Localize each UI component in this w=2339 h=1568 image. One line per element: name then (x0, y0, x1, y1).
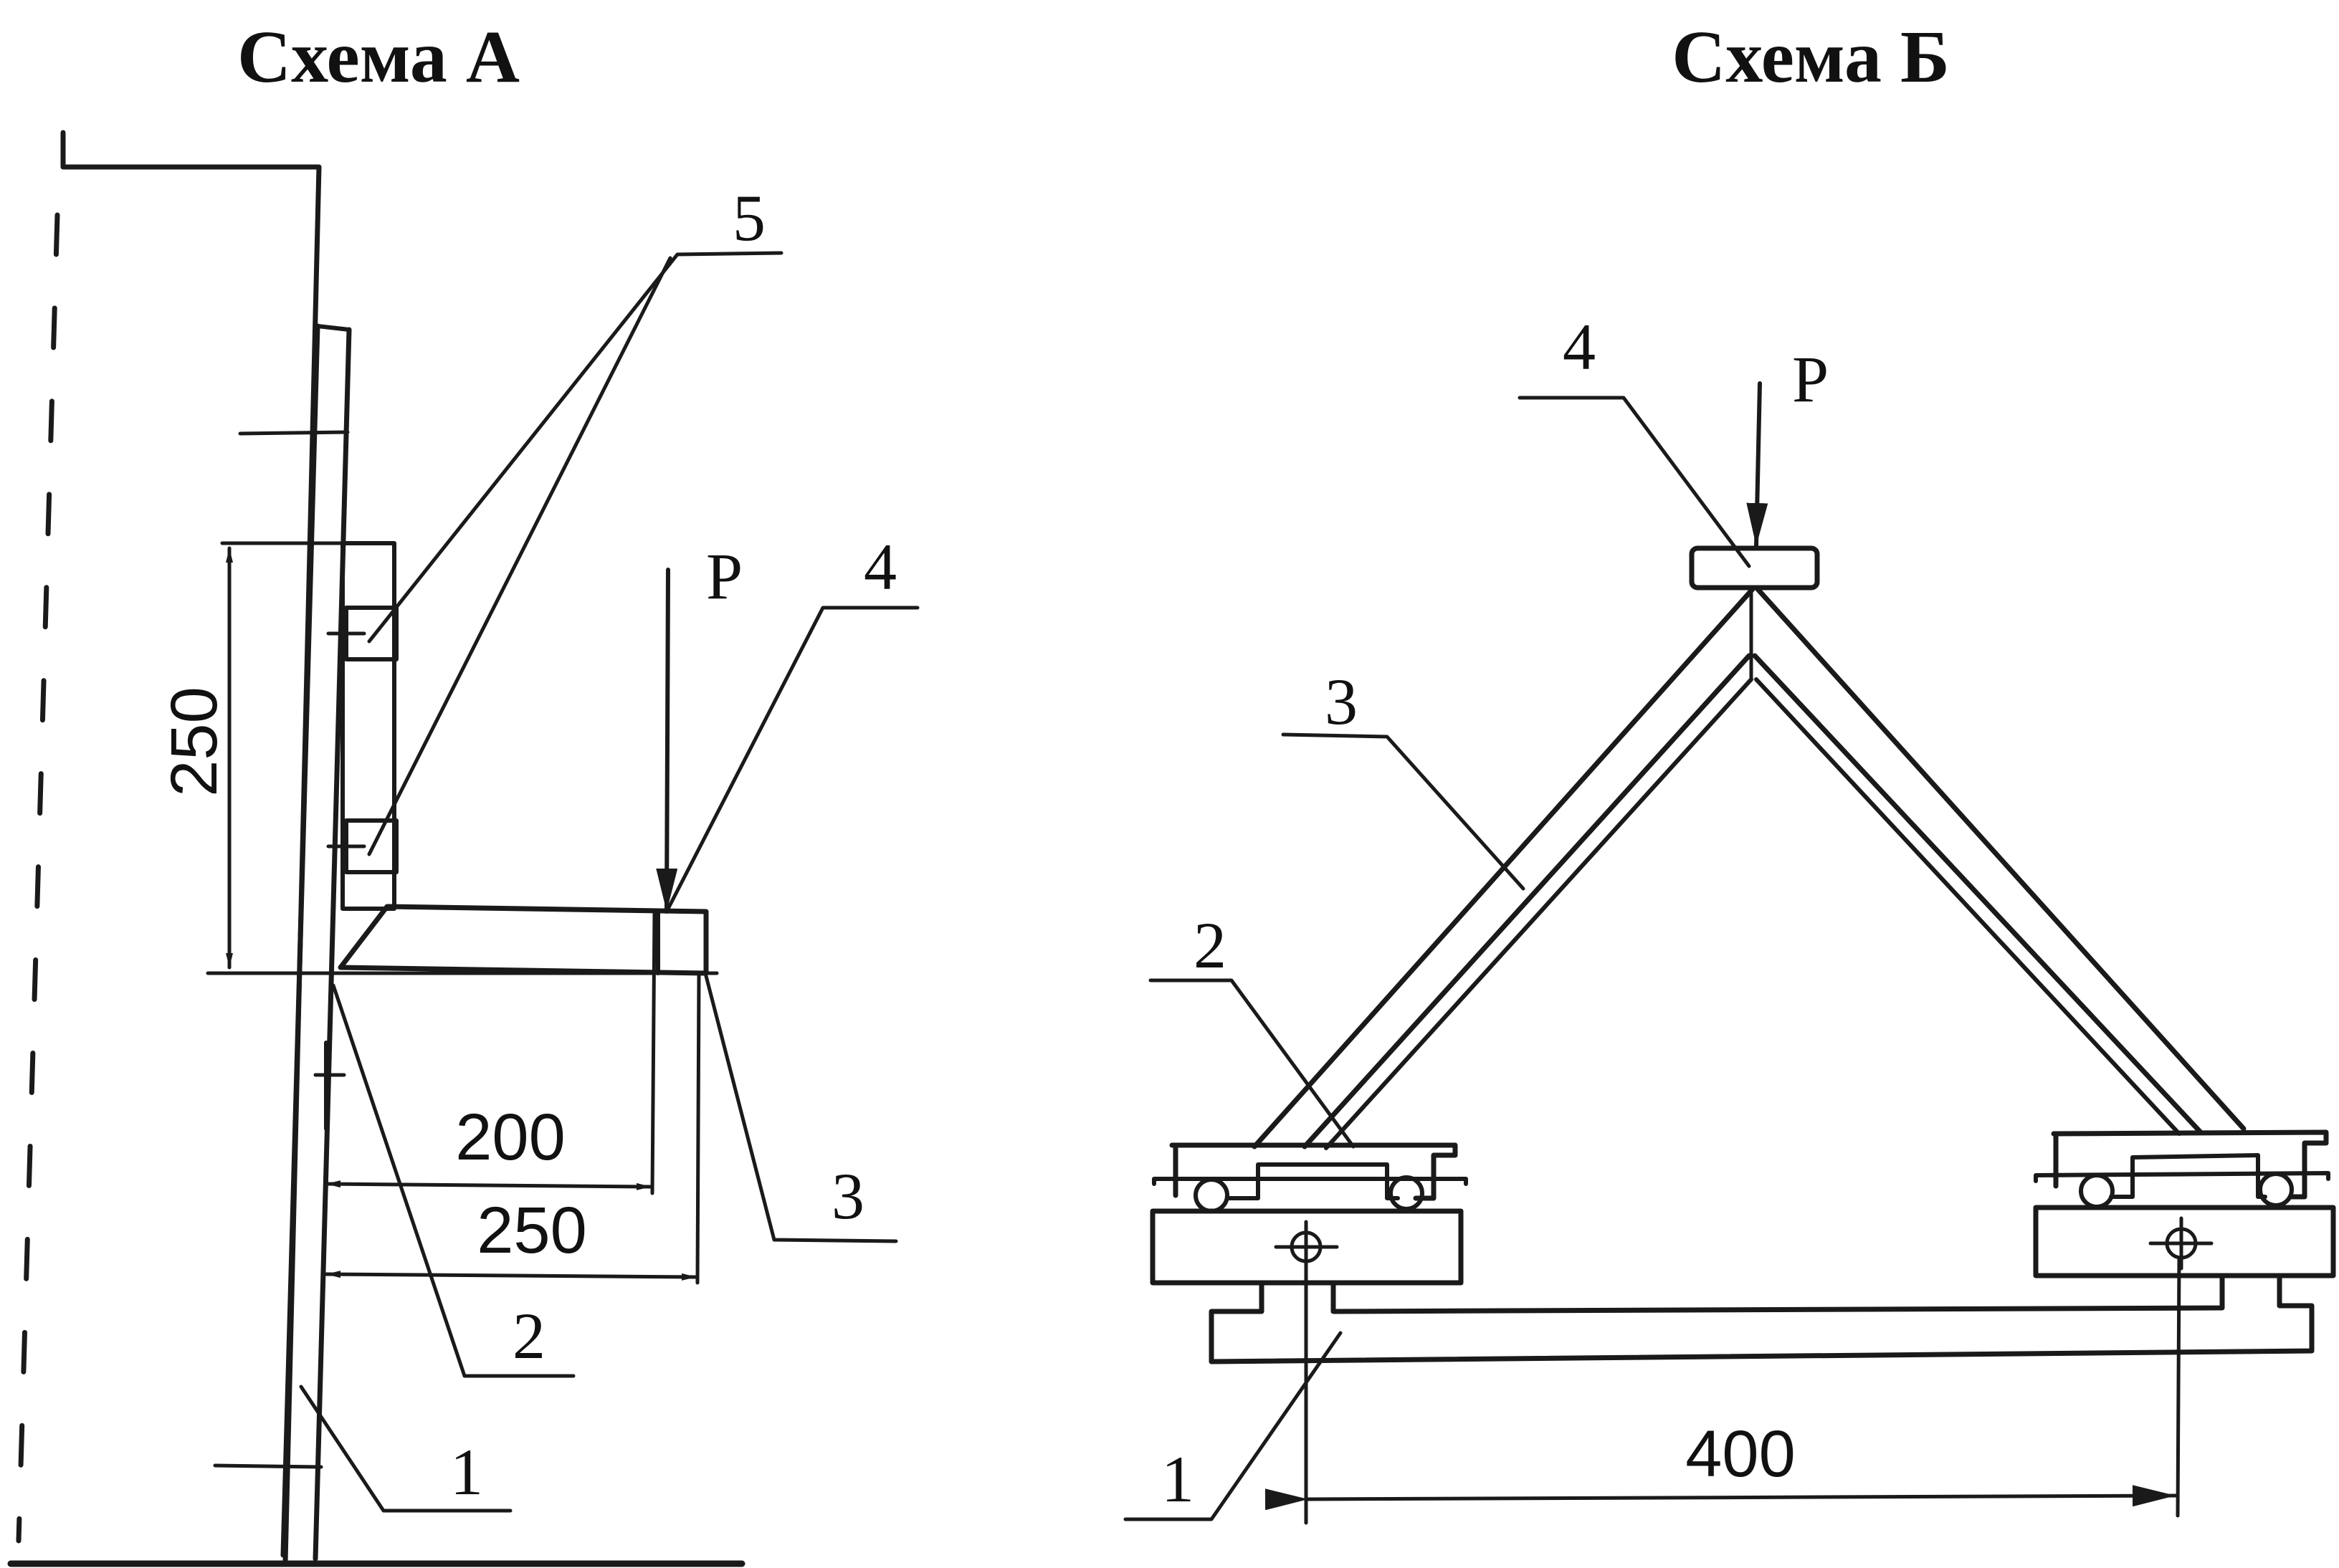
top-block (1689, 545, 1820, 591)
dim-horizontal-250-label: 250 (477, 1194, 587, 1267)
fastener-upper (326, 606, 399, 661)
scheme-a-title: Схема А (237, 16, 520, 98)
inclined-members (1252, 586, 2247, 1150)
callout-a-5: 5 (733, 181, 766, 254)
right-carriage (2034, 1129, 2330, 1209)
scheme-b-drawing: P (1123, 310, 2336, 1525)
mast (213, 323, 352, 1562)
load-arrow-b (1746, 381, 1768, 548)
load-label-b: P (1792, 343, 1829, 416)
scheme-b-title: Схема Б (1672, 16, 1950, 98)
dim-vertical-250: 250 (158, 541, 719, 975)
base-beam (1209, 1273, 2315, 1364)
callout-b-2: 2 (1194, 909, 1226, 982)
right-rail-base (2033, 1205, 2336, 1278)
dim-span-400-label: 400 (1685, 1418, 1796, 1491)
callout-b-4: 4 (1563, 310, 1596, 383)
dim-horizontal: 200 250 (324, 912, 701, 1285)
clamp-sleeve (340, 541, 396, 911)
load-label-a: P (706, 540, 743, 613)
leaders-b (1123, 396, 1751, 1521)
bracket-arm (338, 904, 709, 976)
callout-a-3: 3 (832, 1160, 864, 1233)
wall-dashed-line (16, 212, 60, 1544)
lower-joint (313, 1041, 346, 1131)
scheme-a-drawing: P 250 200 250 (7, 130, 920, 1567)
scheme-a-frame-top (60, 130, 322, 1565)
callout-b-3: 3 (1325, 665, 1358, 738)
callout-b-1: 1 (1161, 1443, 1194, 1516)
callout-a-1: 1 (450, 1435, 483, 1509)
fastener-lower (326, 818, 399, 874)
left-carriage (1152, 1142, 1468, 1213)
load-arrow-a (656, 568, 678, 914)
dim-horizontal-200-label: 200 (455, 1101, 566, 1174)
callout-a-4: 4 (864, 530, 897, 603)
dim-span-400: 400 (1264, 1256, 2181, 1525)
dim-vertical-250-label: 250 (158, 687, 231, 797)
callout-a-2: 2 (513, 1299, 546, 1372)
leaders-a (299, 251, 920, 1513)
